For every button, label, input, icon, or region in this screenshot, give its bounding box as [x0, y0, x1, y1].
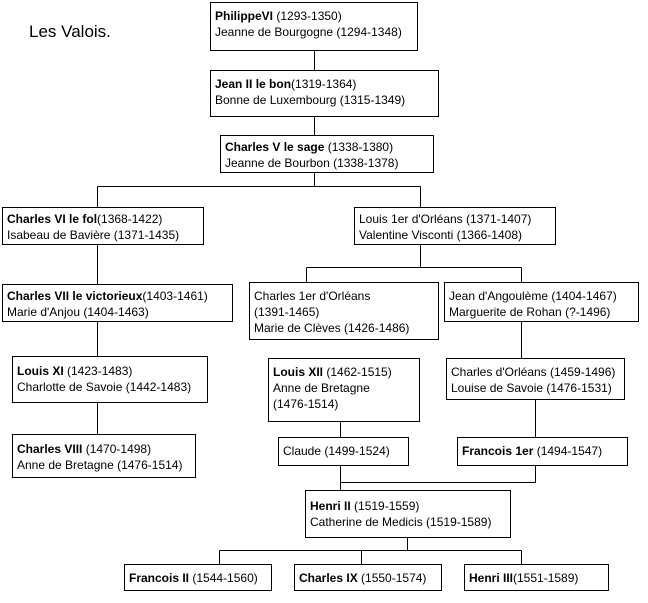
person-dates: (1462-1515)	[323, 365, 392, 379]
person-name: Louis XII	[273, 365, 324, 379]
person-dates: Claude (1499-1524)	[283, 444, 390, 458]
spouse-text: Jeanne de Bourgogne (1294-1348)	[215, 25, 402, 39]
person-name: Henri II	[310, 499, 351, 513]
person-name: Charles IX	[299, 571, 358, 585]
person-name: Charles VIII	[17, 442, 83, 456]
spouse-text: Valentine Visconti (1366-1408)	[359, 228, 522, 242]
spouse-text: Marie d'Anjou (1404-1463)	[7, 305, 149, 319]
spouse-text: Louise de Savoie (1476-1531)	[451, 381, 612, 395]
person-dates: (1550-1574)	[357, 571, 427, 585]
person-box-francois-1er: Francois 1er (1494-1547)	[457, 437, 628, 466]
spouse-text: Isabeau de Bavière (1371-1435)	[7, 228, 180, 242]
person-name: Francois II	[129, 571, 190, 585]
person-name: Charles VI le fol	[7, 212, 98, 226]
spouse-dates-line2: (1476-1514)	[273, 397, 339, 411]
spouse-text: Marie de Clèves (1426-1486)	[254, 321, 410, 335]
person-dates: (1403-1461)	[142, 289, 208, 303]
spouse-text: Bonne de Luxembourg (1315-1349)	[215, 93, 406, 107]
person-dates: Charles 1er d'Orléans	[254, 289, 371, 303]
spouse-text: Catherine de Medicis (1519-1589)	[310, 515, 492, 529]
person-box-jean-angouleme: Jean d'Angoulème (1404-1467) Marguerite …	[444, 282, 639, 322]
person-box-charles-orleans-1er: Charles 1er d'Orléans (1391-1465) Marie …	[249, 282, 439, 340]
spouse-text: Anne de Bretagne	[273, 381, 370, 395]
person-dates: Jean d'Angoulème (1404-1467)	[449, 289, 617, 303]
person-box-charles-vi: Charles VI le fol(1368-1422) Isabeau de …	[2, 207, 204, 245]
person-dates: (1544-1560)	[189, 571, 258, 585]
person-dates: (1494-1547)	[533, 444, 603, 458]
person-box-charles-ix: Charles IX (1550-1574)	[294, 564, 442, 591]
person-box-charles-vii: Charles VII le victorieux(1403-1461) Mar…	[2, 284, 233, 322]
person-box-henri-ii: Henri II (1519-1559) Catherine de Medici…	[305, 490, 511, 538]
chart-title: Les Valois.	[29, 22, 111, 41]
person-dates: (1423-1483)	[63, 364, 133, 378]
person-name: PhilippeVI	[215, 9, 274, 23]
person-dates-line2: (1391-1465)	[254, 305, 320, 319]
person-box-louis-xii: Louis XII (1462-1515) Anne de Bretagne (…	[268, 358, 420, 422]
person-name: Francois 1er	[462, 444, 534, 458]
person-dates: Louis 1er d'Orléans (1371-1407)	[359, 212, 532, 226]
person-box-claude: Claude (1499-1524)	[278, 437, 409, 466]
person-dates: Charles d'Orléans (1459-1496)	[451, 365, 616, 379]
person-box-charles-v: Charles V le sage (1338-1380) Jeanne de …	[220, 135, 434, 173]
person-name: Henri III	[469, 571, 514, 585]
spouse-text: Charlotte de Savoie (1442-1483)	[17, 380, 192, 394]
spouse-text: Jeanne de Bourbon (1338-1378)	[225, 156, 399, 170]
person-name: Charles VII le victorieux	[7, 289, 143, 303]
spouse-text: Anne de Bretagne (1476-1514)	[17, 458, 183, 472]
person-box-louis-orleans: Louis 1er d'Orléans (1371-1407) Valentin…	[354, 207, 556, 245]
person-box-jean-ii: Jean II le bon(1319-1364) Bonne de Luxem…	[210, 70, 439, 117]
person-dates: (1519-1559)	[350, 499, 420, 513]
person-box-louis-xi: Louis XI (1423-1483) Charlotte de Savoie…	[12, 356, 208, 403]
person-dates: (1319-1364)	[291, 77, 357, 91]
person-box-francois-ii: Francois II (1544-1560)	[124, 564, 272, 591]
person-dates: (1368-1422)	[97, 212, 163, 226]
person-box-charles-viii: Charles VIII (1470-1498) Anne de Bretagn…	[12, 434, 196, 478]
person-name: Charles V le sage	[225, 140, 325, 154]
person-dates: (1293-1350)	[273, 9, 342, 23]
person-box-philippe-vi: PhilippeVI (1293-1350) Jeanne de Bourgog…	[210, 2, 418, 51]
person-name: Jean II le bon	[215, 77, 292, 91]
person-dates: (1338-1380)	[324, 140, 394, 154]
person-dates: (1551-1589)	[513, 571, 579, 585]
person-name: Louis XI	[17, 364, 64, 378]
person-box-henri-iii: Henri III(1551-1589)	[464, 564, 609, 591]
spouse-text: Marguerite de Rohan (?-1496)	[449, 305, 611, 319]
person-dates: (1470-1498)	[82, 442, 152, 456]
person-box-charles-orleans: Charles d'Orléans (1459-1496) Louise de …	[446, 358, 625, 400]
